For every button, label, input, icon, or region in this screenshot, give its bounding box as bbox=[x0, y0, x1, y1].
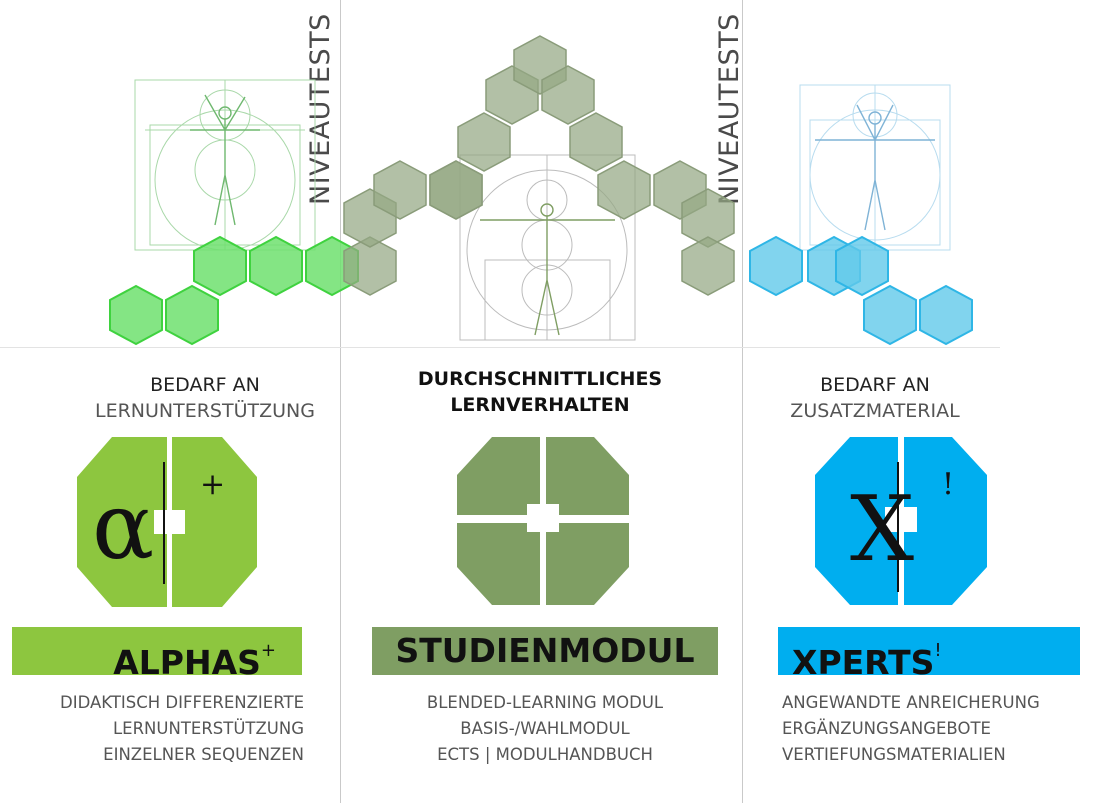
hexagon-cell bbox=[569, 112, 623, 172]
hexagon-cell bbox=[429, 160, 483, 220]
hexagon-cell bbox=[835, 236, 889, 296]
heading-studienmodul: DURCHSCHNITTLICHES LERNVERHALTEN bbox=[417, 368, 663, 416]
hex-chain-green bbox=[109, 236, 359, 345]
hex-chain-olive bbox=[343, 35, 735, 296]
banner-alphas-title: ALPHAS bbox=[113, 643, 261, 682]
hexagon-cell bbox=[193, 236, 247, 296]
hexagon-cell bbox=[249, 236, 303, 296]
banner-alphas: ALPHAS+ bbox=[12, 627, 302, 682]
desc-studienmodul-line: BLENDED-LEARNING MODUL bbox=[426, 693, 664, 712]
hexagon-cell bbox=[109, 285, 163, 345]
hexagon-cell bbox=[863, 285, 917, 345]
hexagon-cell bbox=[457, 112, 511, 172]
desc-studienmodul-line: ECTS | MODULHANDBUCH bbox=[437, 745, 653, 764]
hex-chain-blue bbox=[749, 236, 973, 345]
hexagon-cell bbox=[919, 285, 973, 345]
desc-alphas-line: DIDAKTISCH DIFFERENZIERTE bbox=[60, 693, 304, 712]
desc-xperts: ANGEWANDTE ANREICHERUNG ERGÄNZUNGSANGEBO… bbox=[782, 690, 1082, 768]
hexagon-path bbox=[109, 35, 973, 345]
figure-drawing-center bbox=[459, 154, 636, 341]
desc-xperts-line: VERTIEFUNGSMATERIALIEN bbox=[782, 745, 1006, 764]
heading-xperts: BEDARF AN ZUSATZMATERIAL bbox=[790, 374, 960, 422]
hexagon-cell bbox=[597, 160, 651, 220]
desc-studienmodul-line: BASIS-/WAHLMODUL bbox=[460, 719, 630, 738]
desc-alphas: DIDAKTISCH DIFFERENZIERTE LERNUNTERSTÜTZ… bbox=[12, 690, 304, 768]
banner-studienmodul-title: STUDIENMODUL bbox=[395, 631, 695, 670]
xperts-logo: X ! bbox=[815, 437, 987, 605]
desc-alphas-line: EINZELNER SEQUENZEN bbox=[103, 745, 304, 764]
hexagon-cell bbox=[681, 236, 735, 296]
banner-xperts: XPERTS! bbox=[778, 627, 1080, 682]
banner-xperts-title: XPERTS bbox=[792, 643, 935, 682]
divider-left bbox=[340, 0, 341, 803]
alpha-letter: α bbox=[92, 473, 154, 580]
desc-xperts-line: ERGÄNZUNGSANGEBOTE bbox=[782, 719, 991, 738]
divider-right bbox=[742, 0, 743, 803]
hexagon-cell bbox=[749, 236, 803, 296]
alpha-plus-mark: + bbox=[200, 467, 225, 502]
banner-alphas-sup: + bbox=[260, 640, 276, 661]
banner-studienmodul: STUDIENMODUL bbox=[372, 627, 718, 675]
studienmodul-logo bbox=[457, 437, 629, 605]
hexagon-cell bbox=[165, 285, 219, 345]
desc-alphas-line: LERNUNTERSTÜTZUNG bbox=[112, 719, 304, 738]
desc-xperts-line: ANGEWANDTE ANREICHERUNG bbox=[782, 693, 1040, 712]
x-letter: X bbox=[850, 477, 914, 582]
figure-drawing-right bbox=[799, 84, 951, 251]
horizon-line bbox=[0, 347, 1000, 348]
banner-xperts-sup: ! bbox=[934, 640, 942, 661]
alphas-logo: α + bbox=[77, 437, 257, 607]
x-exclamation-mark: ! bbox=[942, 467, 954, 502]
heading-alphas: BEDARF AN LERNUNTERSTÜTZUNG bbox=[95, 374, 315, 422]
desc-studienmodul: BLENDED-LEARNING MODUL BASIS-/WAHLMODUL … bbox=[372, 690, 718, 768]
